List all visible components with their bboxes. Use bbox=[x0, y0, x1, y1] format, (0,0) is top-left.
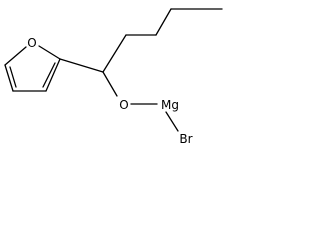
chemical-structure: O O Mg Br bbox=[4, 8, 223, 146]
furan-ring bbox=[4, 45, 61, 92]
bond-c2-c3 bbox=[45, 58, 61, 92]
bond-ch-to-o bbox=[102, 71, 118, 97]
furan-oxygen-label: O bbox=[27, 36, 36, 50]
alkoxide-oxygen-label: O bbox=[119, 98, 128, 112]
bromine-label: Br bbox=[179, 132, 192, 146]
double-bond-c4-c5-inner bbox=[9, 66, 17, 88]
bond-c5-o bbox=[4, 46, 27, 66]
magnesium-label: Mg bbox=[161, 98, 179, 112]
side-chain bbox=[59, 8, 223, 132]
double-bond-c2-c3-inner bbox=[42, 62, 56, 88]
bond-o-c2 bbox=[38, 45, 61, 60]
bond-mg-to-br bbox=[165, 111, 179, 132]
bond-ch-to-c1 bbox=[102, 34, 127, 73]
bond-c4-c5 bbox=[4, 64, 14, 92]
bond-c2-to-c3 bbox=[155, 8, 172, 36]
bond-ring-to-ch bbox=[59, 58, 104, 73]
